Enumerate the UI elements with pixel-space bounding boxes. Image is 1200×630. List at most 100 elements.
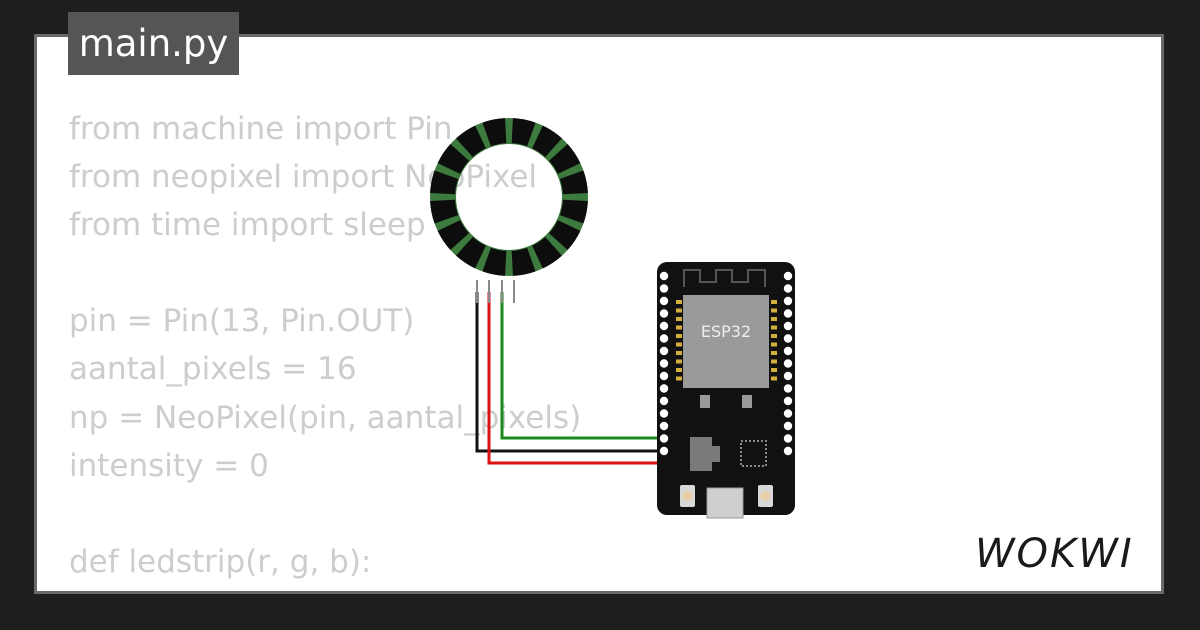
wokwi-logo: WOKWI: [975, 531, 1134, 577]
header-pin[interactable]: [659, 396, 669, 406]
header-pin[interactable]: [659, 321, 669, 331]
chip-pad: [676, 368, 682, 372]
code-line: pin = Pin(13, Pin.OUT): [69, 303, 415, 340]
wire-gnd-black[interactable]: [475, 292, 664, 453]
wire-vcc-red[interactable]: [487, 292, 664, 465]
chip-pad: [676, 376, 682, 381]
voltage-regulator: [690, 437, 712, 471]
neopixel-led: [482, 118, 507, 147]
wire-data-green[interactable]: [500, 292, 664, 440]
neopixel-led: [456, 237, 486, 269]
neopixel-led: [549, 144, 581, 174]
filename-tab[interactable]: main.py: [68, 12, 239, 75]
header-pin[interactable]: [783, 321, 793, 331]
header-pin[interactable]: [783, 334, 793, 343]
chip-pad: [676, 308, 682, 313]
chip-pads: [676, 300, 777, 381]
chip-pad: [676, 342, 682, 347]
code-line: from machine import Pin: [69, 111, 453, 147]
header-pin[interactable]: [783, 284, 793, 293]
ring-board: [430, 118, 588, 276]
esp32-board[interactable]: ESP32: [657, 262, 795, 519]
chip-pad: [771, 300, 777, 304]
header-pin[interactable]: [783, 421, 793, 431]
smd-component: [700, 395, 710, 408]
header-pin[interactable]: [783, 271, 793, 281]
header-pin[interactable]: [783, 346, 793, 356]
header-pin[interactable]: [783, 309, 793, 318]
neopixel-led: [437, 144, 469, 174]
right-pin-header: [783, 271, 793, 456]
header-pin[interactable]: [783, 409, 793, 418]
code-preview: from machine import Pin from neopixel imp…: [69, 105, 582, 591]
neopixel-led: [437, 220, 469, 250]
header-pin[interactable]: [659, 334, 669, 343]
header-pin[interactable]: [783, 396, 793, 406]
header-pin[interactable]: [659, 371, 669, 381]
neopixel-led: [430, 170, 459, 195]
regulator-tab: [712, 446, 720, 462]
neopixel-ring[interactable]: [430, 118, 588, 303]
code-line: from time import sleep: [69, 207, 426, 244]
code-line: [69, 490, 581, 538]
antenna-trace: [683, 269, 766, 287]
neopixel-led: [511, 118, 536, 147]
boot-button-cap: [682, 491, 693, 501]
header-pin[interactable]: [659, 421, 669, 431]
neopixel-led: [456, 125, 486, 157]
header-pin[interactable]: [783, 434, 793, 443]
header-pin[interactable]: [659, 271, 669, 281]
code-line: np = NeoPixel(pin, aantal_pixels): [69, 399, 582, 436]
left-pin-header: [659, 271, 669, 456]
preview-canvas: from machine import Pin from neopixel imp…: [34, 34, 1164, 594]
chip-pad: [771, 334, 777, 338]
chip-pad: [771, 368, 777, 372]
chip-pad: [771, 351, 777, 355]
header-pin[interactable]: [783, 371, 793, 381]
header-pin[interactable]: [783, 359, 793, 368]
chip-pad: [771, 325, 777, 330]
header-pin[interactable]: [659, 284, 669, 293]
header-pin[interactable]: [659, 309, 669, 318]
code-line: aantal_pixels = 16: [69, 351, 357, 388]
neopixel-led: [482, 247, 507, 276]
header-pin[interactable]: [783, 296, 793, 306]
header-pin[interactable]: [659, 409, 669, 418]
chip-pad: [771, 359, 777, 364]
header-pin[interactable]: [783, 384, 793, 393]
chip-pad: [676, 359, 682, 364]
chip-label: ESP32: [701, 322, 751, 341]
esp32-chip-shield: [683, 295, 769, 388]
reset-button-cap: [760, 491, 771, 501]
micro-usb-port[interactable]: [706, 487, 744, 519]
header-pin[interactable]: [659, 359, 669, 368]
chip-pad: [771, 376, 777, 381]
code-line: intensity = 0: [69, 447, 269, 484]
chip-pad: [771, 308, 777, 313]
chip-pad: [676, 317, 682, 321]
code-line: for i in range(aantal_pixels):: [69, 586, 581, 591]
neopixel-led: [549, 220, 581, 250]
wires: [475, 292, 664, 465]
ring-pins: [476, 280, 515, 303]
neopixel-led: [559, 170, 588, 195]
header-pin[interactable]: [659, 434, 669, 443]
chip-pad: [676, 351, 682, 355]
neopixel-led: [511, 247, 536, 276]
neopixel-led: [532, 125, 562, 157]
chip-pad: [676, 334, 682, 338]
wokwi-logo-text: WOKWI: [975, 531, 1134, 577]
usb-uart-chip: [740, 440, 767, 467]
chip-pad: [771, 317, 777, 321]
chip-pad: [771, 342, 777, 347]
header-pin[interactable]: [659, 296, 669, 306]
chip-pad: [676, 325, 682, 330]
code-line: from neopixel import NeoPixel: [69, 159, 538, 196]
neopixel-led: [559, 199, 588, 224]
header-pin[interactable]: [783, 446, 793, 456]
header-pin[interactable]: [659, 446, 669, 456]
header-pin[interactable]: [659, 384, 669, 393]
header-pin[interactable]: [659, 346, 669, 356]
ring-leds: [430, 118, 588, 276]
